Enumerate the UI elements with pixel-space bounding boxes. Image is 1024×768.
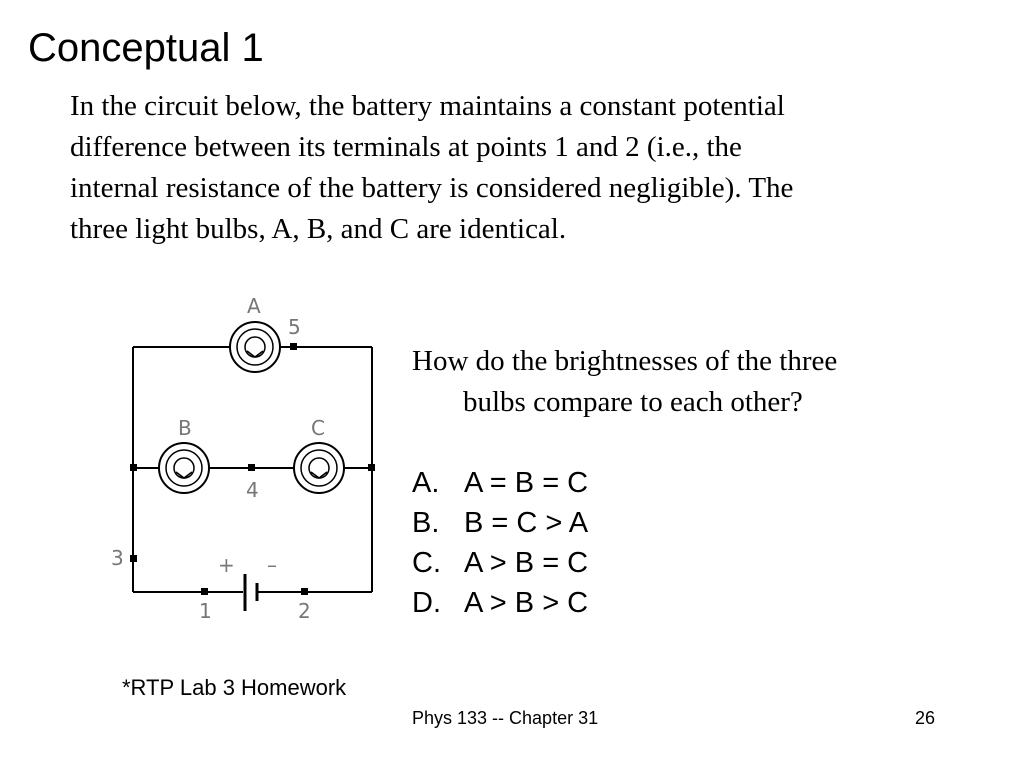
bulb-a-label: A [247,294,261,318]
option-letter: A. [412,467,440,499]
option-b: B. B = C > A [412,503,588,543]
junction-2-dot [301,588,308,595]
answer-options: A. A = B = C B. B = C > A C. A > B = C D. A … [412,463,588,623]
circuit-diagram: A B C 5 4 3 1 2 + – [111,294,375,623]
option-text: A > B = C [464,547,589,579]
option-letter: C. [412,547,441,579]
footer-course: Phys 133 -- Chapter 31 [412,708,599,728]
bulb-c-label: C [311,416,325,440]
option-text: A > B > C [464,587,589,619]
junction-right-dot [368,464,375,471]
bulb-b-icon [158,442,210,494]
bulb-b-label: B [178,416,192,440]
question-line: bulbs compare to each other? [463,386,803,418]
point-2-label: 2 [298,599,311,623]
intro-paragraph: In the circuit below, the battery mainta… [70,86,970,250]
intro-line: internal resistance of the battery is co… [70,172,794,204]
battery-icon [243,574,259,611]
intro-line: difference between its terminals at poin… [70,131,742,163]
question-text: How do the brightnesses of the three bul… [412,341,972,423]
point-4-label: 4 [246,478,259,502]
option-letter: D. [412,587,441,619]
option-d: D. A > B > C [412,583,588,623]
option-text: B = C > A [464,507,589,539]
junction-3-dot [130,555,137,562]
option-text: A = B = C [464,467,589,499]
point-1-label: 1 [199,599,212,623]
junction-left-dot [130,464,137,471]
junction-5-dot [290,343,297,350]
point-5-label: 5 [288,315,301,339]
option-letter: B. [412,507,440,539]
source-note: *RTP Lab 3 Homework [122,675,347,700]
intro-line: In the circuit below, the battery mainta… [70,90,785,122]
question-line: How do the brightnesses of the three [412,345,838,377]
junction-4-dot [248,464,255,471]
battery-plus-label: + [218,553,235,577]
battery-minus-label: – [267,553,277,577]
option-a: A. A = B = C [412,463,588,503]
page-number: 26 [915,708,936,728]
point-3-label: 3 [111,546,124,570]
junction-1-dot [201,588,208,595]
intro-line: three light bulbs, A, B, and C are ident… [70,213,567,245]
slide-title: Conceptual 1 [28,26,264,70]
option-c: C. A > B = C [412,543,588,583]
bulb-a-icon [229,321,281,373]
bulb-c-icon [293,442,345,494]
